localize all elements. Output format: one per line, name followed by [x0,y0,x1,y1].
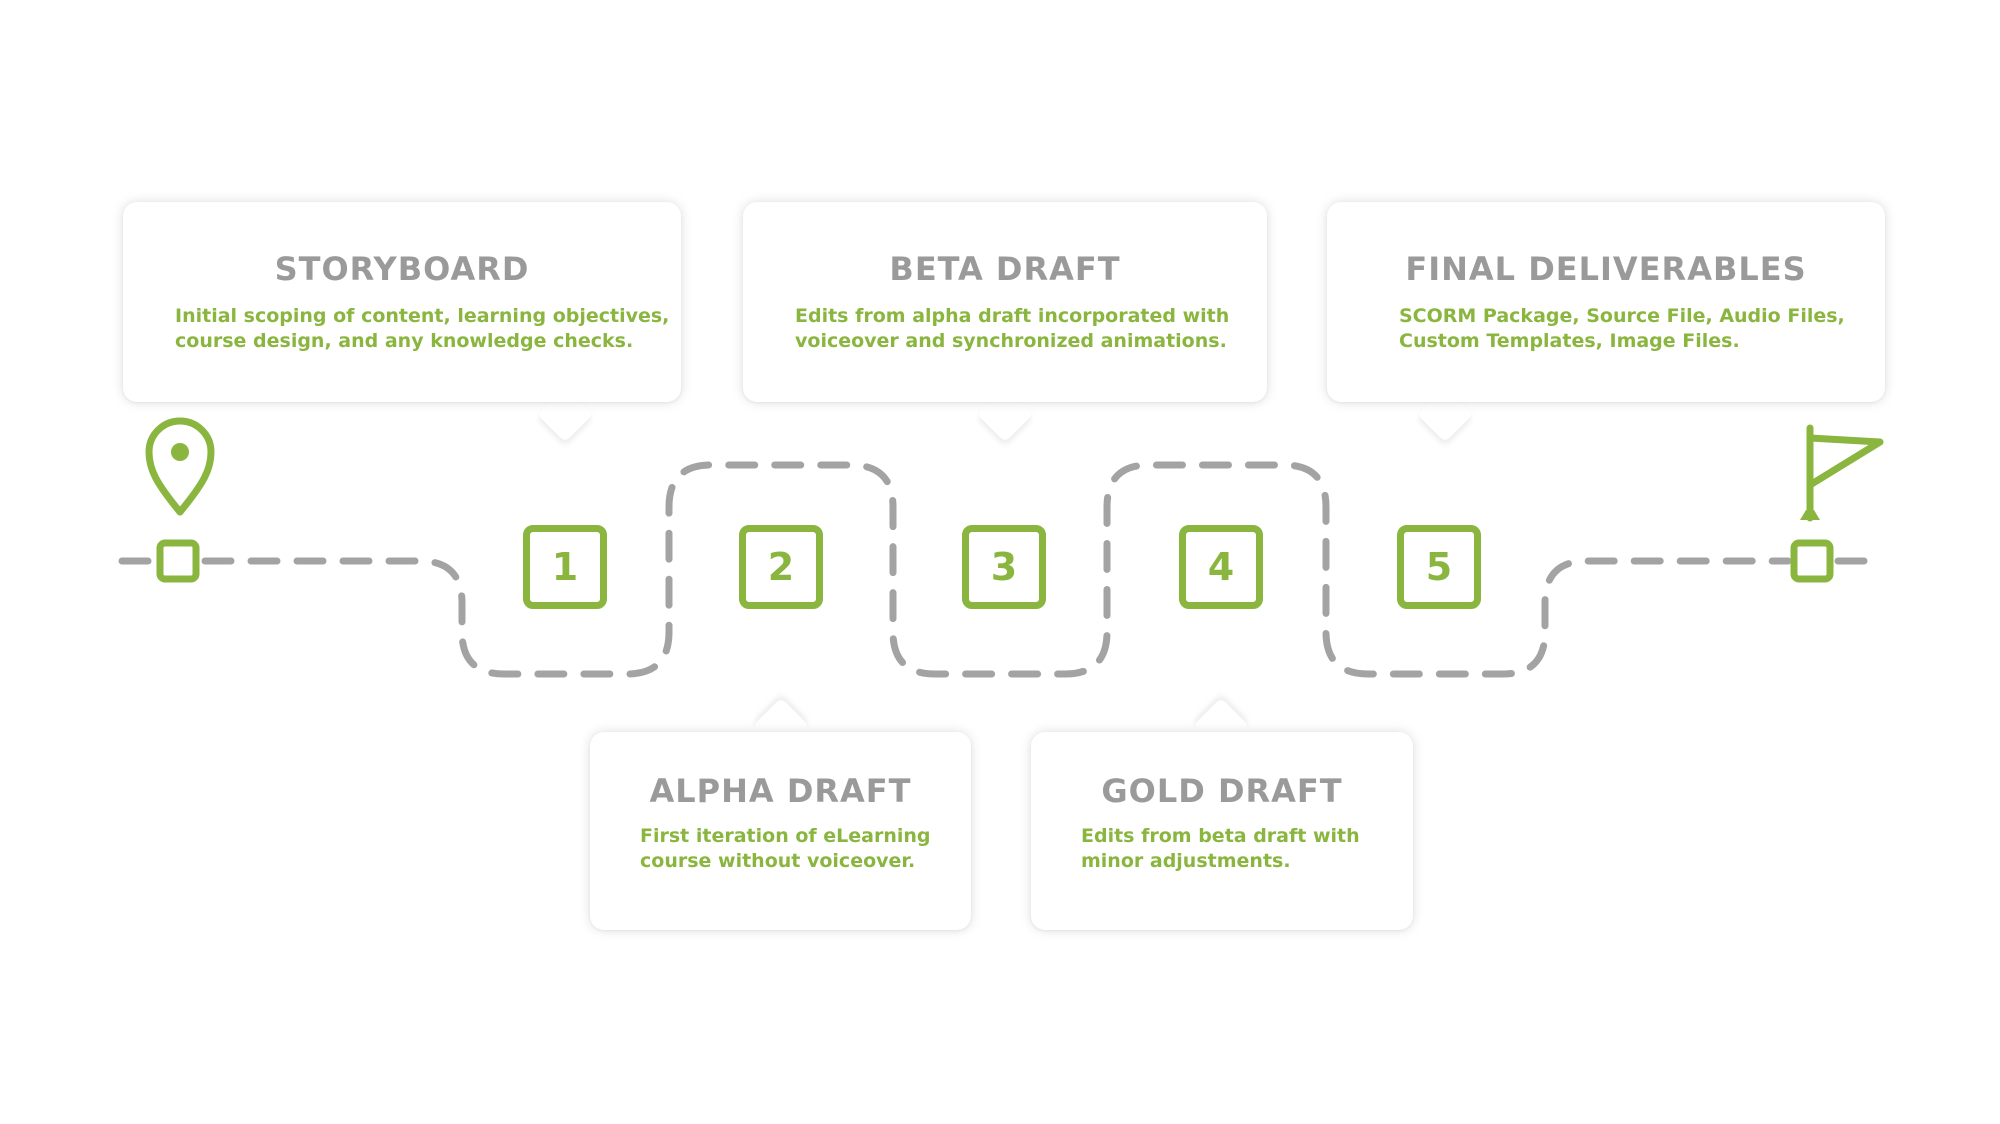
card-title: FINAL DELIVERABLES [1405,250,1807,288]
card-description: Initial scoping of content, learning obj… [175,305,670,352]
step-box-2: 2 [739,525,823,609]
step-box-4: 4 [1179,525,1263,609]
card-title: BETA DRAFT [889,250,1121,288]
card-title: STORYBOARD [274,250,530,288]
card-title: ALPHA DRAFT [649,772,912,810]
card-gold-draft: GOLD DRAFT Edits from beta draft with mi… [1031,732,1413,930]
card-alpha-draft: ALPHA DRAFT First iteration of eLearning… [590,732,971,930]
step-box-3: 3 [962,525,1046,609]
card-description: Edits from alpha draft incorporated with… [795,305,1230,352]
start-node [156,539,200,583]
finish-node [1790,539,1834,583]
card-title: GOLD DRAFT [1101,772,1343,810]
card-final-deliverables: FINAL DELIVERABLES SCORM Package, Source… [1327,202,1885,402]
card-description: Edits from beta draft with minor adjustm… [1081,825,1360,872]
card-description: First iteration of eLearning course with… [640,825,931,872]
location-pin-icon [145,417,215,516]
card-beta-draft: BETA DRAFT Edits from alpha draft incorp… [743,202,1267,402]
step-box-1: 1 [523,525,607,609]
card-storyboard: STORYBOARD Initial scoping of content, l… [123,202,681,402]
step-box-5: 5 [1397,525,1481,609]
card-description: SCORM Package, Source File, Audio Files,… [1399,305,1845,352]
flag-icon [1800,424,1884,522]
